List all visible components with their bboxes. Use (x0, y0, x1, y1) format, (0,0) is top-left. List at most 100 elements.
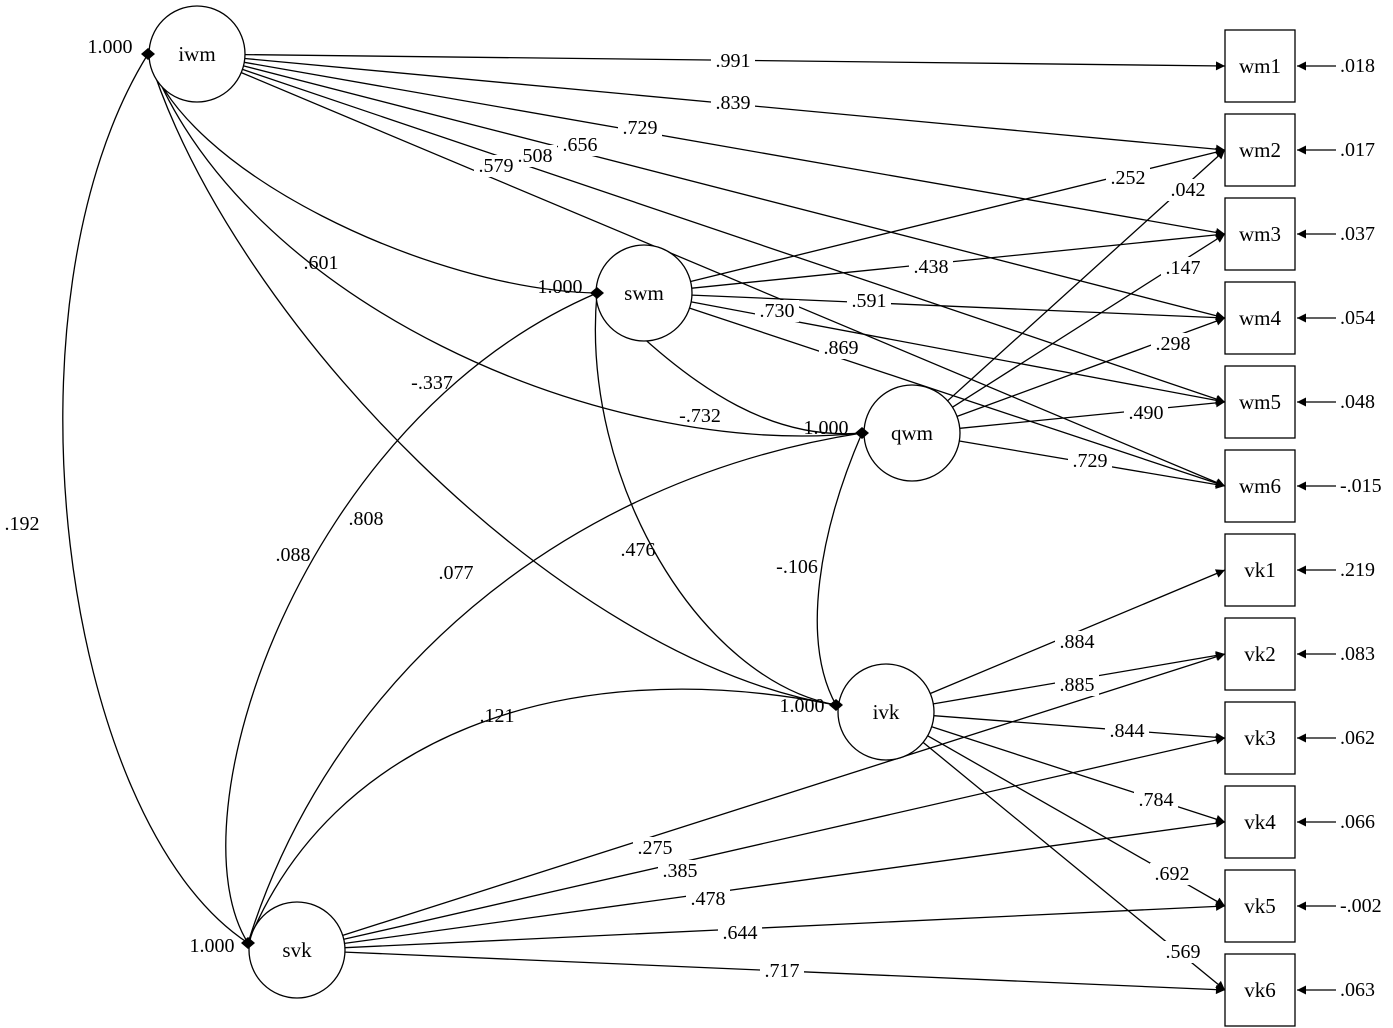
observed-label-vk3: vk3 (1244, 726, 1276, 750)
loading-label-bg (1151, 333, 1195, 355)
covariance-label-iwm-qwm: -.732 (679, 405, 721, 427)
loading-label-ivk-vk6: .569 (1166, 941, 1201, 963)
loading-iwm-wm4 (243, 65, 1226, 321)
loading-label-iwm-wm5: .508 (518, 145, 553, 167)
loading-label-iwm-wm6: .579 (479, 155, 514, 177)
covariance-label-iwm-ivk: .808 (349, 508, 384, 530)
loading-label-svk-vk4: .478 (691, 888, 726, 910)
residual-label-wm2: .017 (1340, 139, 1375, 161)
observed-node-wm2 (1224, 113, 1296, 187)
loading-label-swm-wm6: .869 (824, 337, 859, 359)
observed-node-wm4 (1224, 281, 1296, 355)
variance-label-svk: 1.000 (190, 935, 235, 957)
loading-swm-wm4 (691, 294, 1226, 323)
loading-label-bg (558, 134, 602, 156)
loading-label-bg (1105, 720, 1149, 742)
covariance-qwm-svk (247, 432, 863, 944)
observed-node-vk3 (1224, 701, 1296, 775)
observed-label-wm1: wm1 (1239, 54, 1281, 78)
loading-label-iwm-wm3: .729 (623, 117, 658, 139)
covariance-iwm-swm (147, 53, 598, 294)
covariance-label-iwm-svk: .192 (5, 513, 40, 535)
covariance-swm-svk (225, 292, 598, 944)
latent-label-swm: swm (624, 281, 664, 305)
variance-label-qwm: 1.000 (804, 417, 849, 439)
latent-label-svk: svk (282, 938, 312, 962)
loading-label-bg (658, 860, 702, 882)
loading-swm-wm6 (689, 307, 1226, 488)
loading-label-qwm-wm2: .042 (1171, 179, 1206, 201)
loading-label-ivk-vk4: .784 (1139, 789, 1174, 811)
loading-label-bg (474, 155, 518, 177)
covariance-label-qwm-svk: .077 (439, 562, 474, 584)
observed-node-vk6 (1224, 953, 1296, 1027)
loading-label-bg (1161, 257, 1205, 279)
loading-label-bg (513, 145, 557, 167)
loading-qwm-wm5 (959, 398, 1226, 429)
loading-label-iwm-wm1: .991 (716, 50, 751, 72)
observed-label-vk6: vk6 (1244, 978, 1276, 1002)
loading-label-ivk-vk1: .884 (1060, 631, 1095, 653)
loading-svk-vk4 (344, 818, 1226, 945)
residual-label-vk5: -.002 (1340, 895, 1382, 917)
observed-node-wm1 (1224, 29, 1296, 103)
loading-svk-vk2 (342, 652, 1226, 937)
covariance-label-iwm-swm: .601 (304, 252, 339, 274)
loading-label-swm-wm2: .252 (1111, 167, 1146, 189)
latent-node-ivk (837, 663, 935, 761)
loading-label-bg (633, 837, 677, 859)
residual-label-vk4: .066 (1340, 811, 1375, 833)
observed-node-vk5 (1224, 869, 1296, 943)
latent-node-svk (248, 901, 346, 999)
covariance-ivk-svk (247, 688, 837, 944)
covariance-qwm-ivk (816, 432, 863, 706)
observed-node-wm3 (1224, 197, 1296, 271)
observed-node-vk2 (1224, 617, 1296, 691)
loading-label-bg (1166, 179, 1210, 201)
covariance-label-iwm-svk: .088 (276, 544, 311, 566)
covariance-label-qwm-ivk: -.106 (776, 556, 818, 578)
variance-anchor-iwm (141, 48, 155, 60)
residual-label-wm5: .048 (1340, 391, 1375, 413)
observed-label-wm3: wm3 (1239, 222, 1281, 246)
observed-node-wm6 (1224, 449, 1296, 523)
loading-label-bg (755, 300, 799, 322)
observed-label-vk4: vk4 (1244, 810, 1276, 834)
loading-label-ivk-vk5: .692 (1155, 863, 1190, 885)
loading-label-swm-wm3: .438 (914, 256, 949, 278)
variance-anchor-svk (241, 937, 255, 949)
loading-label-bg (909, 256, 953, 278)
observed-label-wm5: wm5 (1239, 390, 1281, 414)
covariance-iwm-svk (62, 53, 249, 944)
observed-label-vk2: vk2 (1244, 642, 1276, 666)
observed-label-vk1: vk1 (1244, 558, 1276, 582)
loading-label-iwm-wm4: .656 (563, 134, 598, 156)
loading-label-svk-vk5: .644 (723, 922, 758, 944)
loading-label-bg (760, 960, 804, 982)
covariance-label-swm-ivk: .476 (621, 539, 656, 561)
loading-svk-vk3 (343, 735, 1226, 940)
loading-label-bg (1161, 941, 1205, 963)
loading-label-qwm-wm3: .147 (1166, 257, 1201, 279)
loading-svk-vk5 (344, 901, 1226, 949)
observed-node-vk1 (1224, 533, 1296, 607)
loading-label-bg (1134, 789, 1178, 811)
residual-label-vk6: .063 (1340, 979, 1375, 1001)
residual-label-wm3: .037 (1340, 223, 1375, 245)
residual-label-wm6: -.015 (1340, 475, 1382, 497)
loading-label-swm-wm4: .591 (852, 290, 887, 312)
loading-label-qwm-wm5: .490 (1129, 402, 1164, 424)
covariance-label-ivk-svk: .121 (480, 705, 515, 727)
loading-iwm-wm3 (244, 61, 1226, 237)
residual-label-wm1: .018 (1340, 55, 1375, 77)
loading-label-svk-vk6: .717 (765, 960, 800, 982)
latent-label-iwm: iwm (178, 42, 215, 66)
variance-label-ivk: 1.000 (780, 695, 825, 717)
latent-label-qwm: qwm (891, 421, 933, 445)
loading-label-bg (1068, 450, 1112, 472)
loading-label-svk-vk2: .275 (638, 837, 673, 859)
loading-label-bg (819, 337, 863, 359)
covariance-label-swm-svk: -.337 (411, 372, 453, 394)
residual-label-vk3: .062 (1340, 727, 1375, 749)
